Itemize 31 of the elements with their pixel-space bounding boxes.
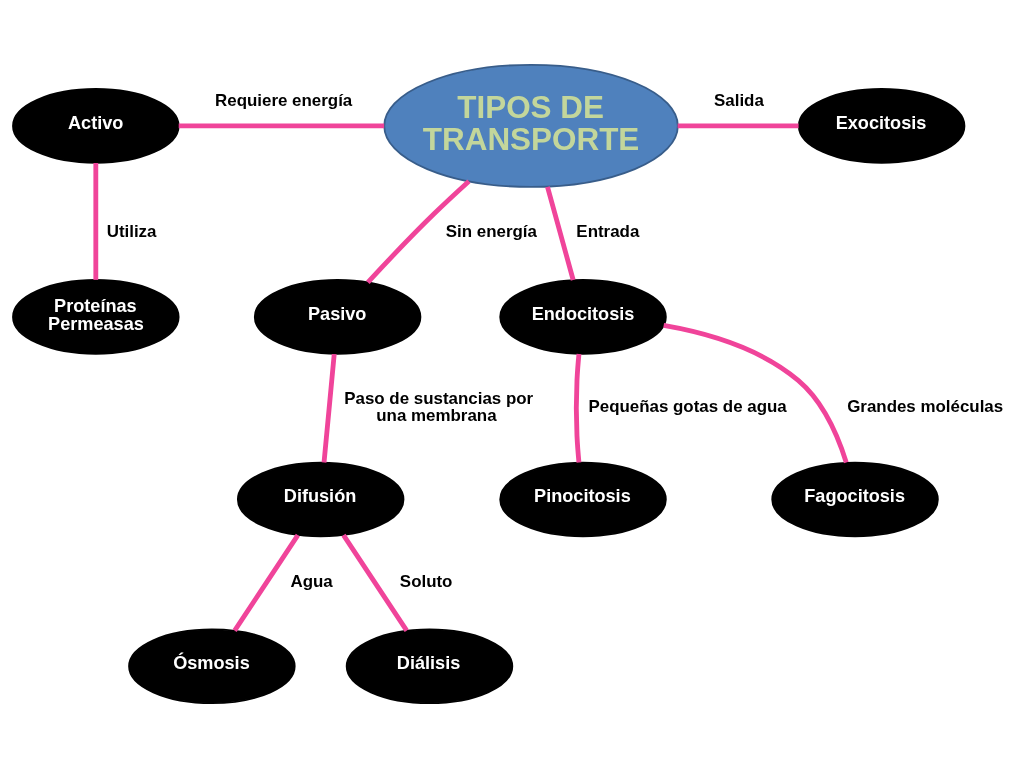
node-ellipse: Fagocitosis [771, 461, 939, 538]
connector [232, 533, 300, 632]
edge-label: Salida [714, 91, 764, 111]
node-ellipse: Pasivo [253, 279, 422, 355]
node-ellipse: Endocitosis [499, 279, 667, 355]
connector [341, 533, 409, 632]
edge-label: Utiliza [106, 222, 157, 242]
edge-label: Entrada [576, 222, 640, 242]
node-ellipse: Pinocitosis [499, 461, 667, 538]
node-ellipse: Exocitosis [797, 88, 966, 164]
edge-label: Paso de sustancias por una membrana [344, 388, 534, 425]
connector [545, 186, 576, 281]
node-ellipse: TIPOS DE TRANSPORTE [383, 63, 679, 188]
connector [663, 323, 849, 464]
node-ellipse: Ósmosis [128, 628, 296, 705]
edge-label: Sin energía [445, 222, 537, 242]
connector [677, 123, 799, 129]
connector [573, 353, 582, 463]
node-ellipse: Difusión [236, 461, 405, 538]
edge-label: Agua [290, 571, 333, 591]
connector [178, 123, 385, 129]
node-ellipse: Proteínas Permeasas [12, 279, 180, 355]
edge-label: Grandes moléculas [847, 397, 1004, 417]
connector [366, 179, 471, 284]
edge-label: Requiere energía [215, 91, 353, 111]
connector [93, 163, 99, 280]
connector [321, 353, 337, 463]
node-ellipse: Diálisis [345, 628, 514, 705]
edge-label: Pequeñas gotas de agua [588, 397, 787, 417]
edge-label: Soluto [399, 571, 453, 591]
node-ellipse: Activo [12, 88, 180, 164]
